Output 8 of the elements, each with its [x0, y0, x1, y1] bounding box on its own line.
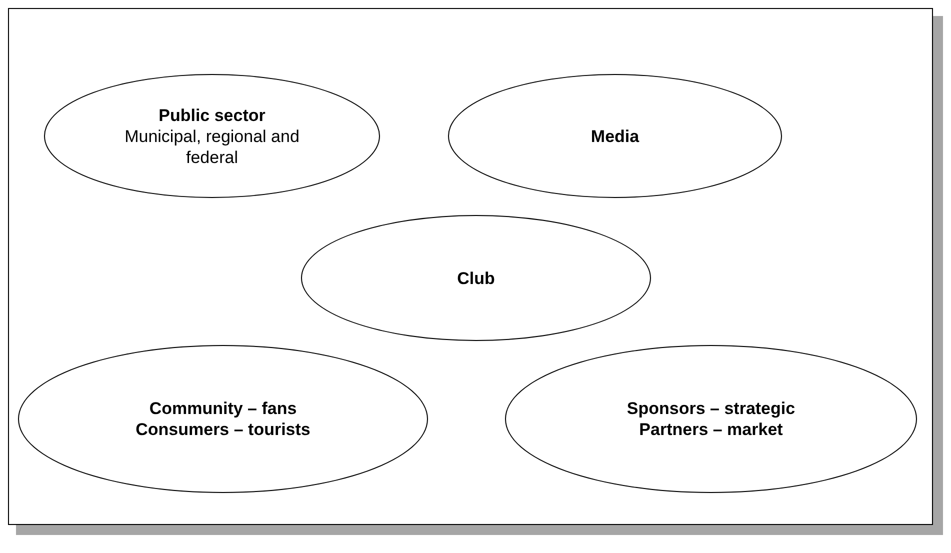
node-subtitle: Municipal, regional and federal	[124, 126, 300, 168]
node-title: Sponsors – strategic	[626, 398, 796, 419]
node-title: Media	[590, 126, 640, 146]
node-subtitle: Consumers – tourists	[136, 419, 310, 440]
node-title: Public sector	[158, 104, 266, 126]
node-subtitle: Partners – market	[639, 419, 783, 440]
node-title: Club	[457, 268, 495, 288]
node-title: Community – fans	[149, 398, 297, 419]
